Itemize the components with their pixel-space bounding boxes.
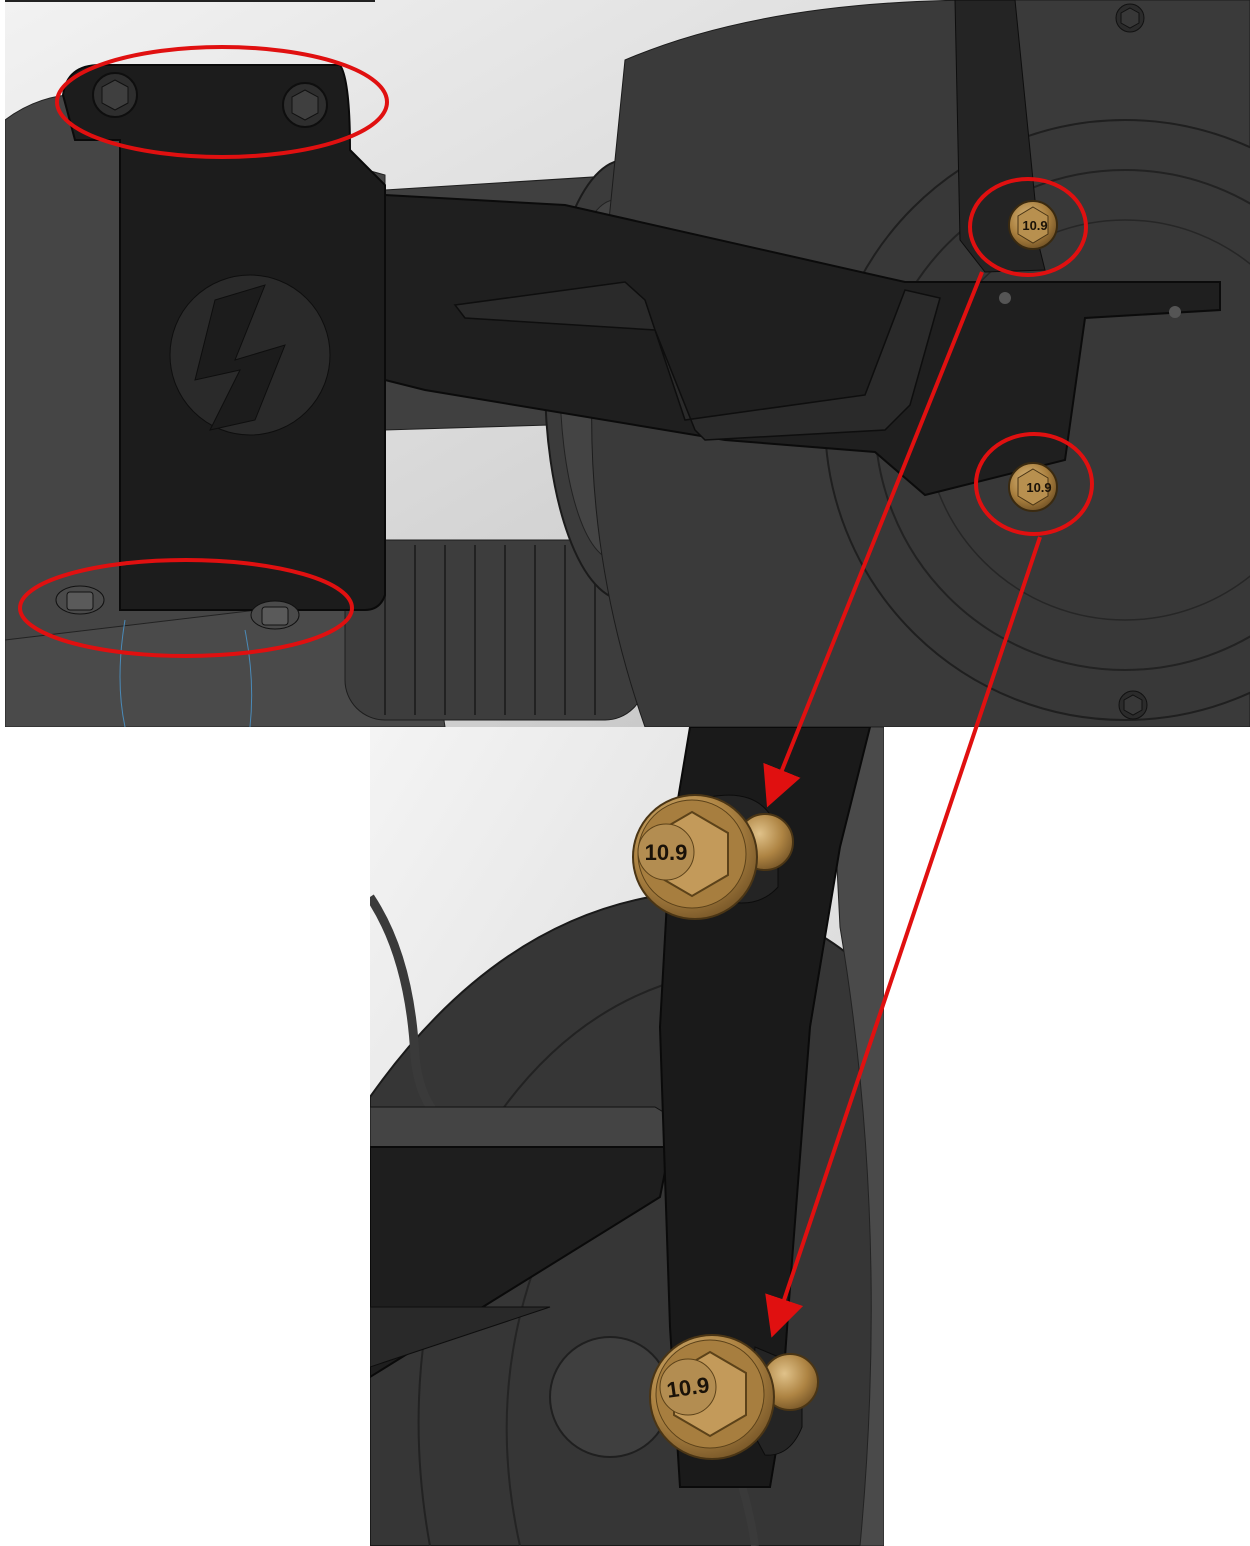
housing-bolt: [1115, 3, 1145, 33]
bolt-grade-label: 10.9: [665, 1372, 711, 1403]
lower-mount-nut: [55, 585, 105, 615]
overview-drawing: 10.9 10.9: [5, 0, 1250, 727]
bolt-grade-label: 10.9: [1026, 480, 1051, 495]
upper-grade-bolt: 10.9: [1008, 200, 1058, 250]
housing-bolt: [1118, 690, 1148, 720]
lower-grade-bolt: 10.9: [1008, 462, 1058, 512]
bolt-grade-label: 10.9: [1022, 218, 1047, 233]
brand-logo-icon: [169, 274, 331, 436]
lower-mount-nut: [250, 600, 300, 630]
frame-edge: [5, 0, 375, 2]
upper-mount-bolt: [282, 82, 328, 128]
detail-drawing: 10.9 10.9: [370, 727, 884, 1546]
bolt-grade-label: 10.9: [645, 840, 688, 865]
detail-lower-bolt: 10.9: [649, 1334, 819, 1460]
bracket-arm: [370, 1106, 681, 1379]
detail-cad-view: 10.9 10.9: [370, 727, 884, 1546]
upper-mount-bolt: [92, 72, 138, 118]
overview-cad-view: 10.9 10.9: [5, 0, 1250, 727]
